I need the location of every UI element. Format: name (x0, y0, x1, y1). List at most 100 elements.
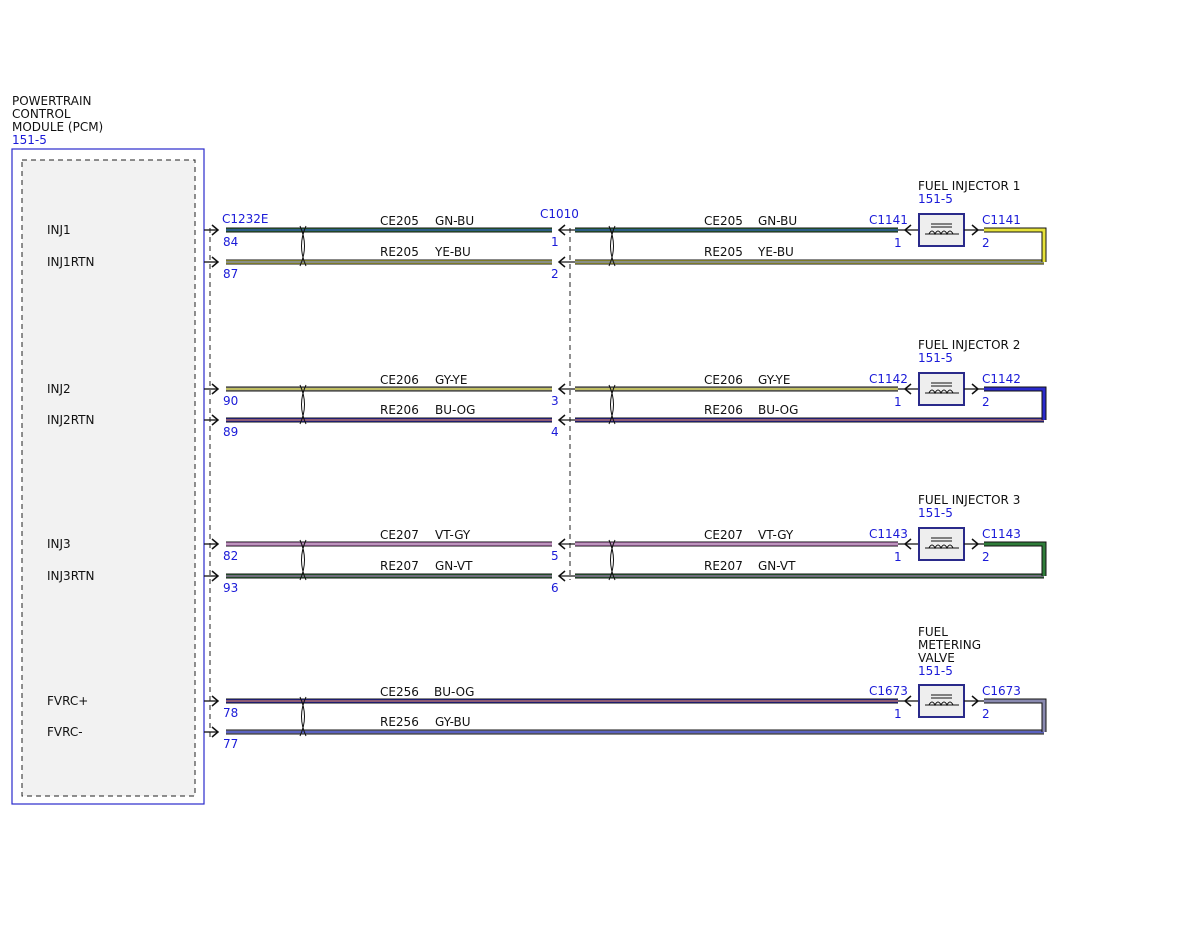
circuit-2-signal-color-right: GY-YE (758, 373, 790, 387)
circuit-1-return-loop-fill (984, 228, 1046, 262)
circuit-4-component-pin-in: 1 (894, 707, 902, 721)
circuit-2-component-in-arrow (903, 383, 912, 395)
circuit-3-signal-color-right: VT-GY (758, 528, 794, 542)
circuit-3-return-circuit-right: RE207 (704, 559, 743, 573)
circuit-4-signal-circuit-left: CE256 (380, 685, 419, 699)
circuit-1-signal-color-left: GN-BU (435, 214, 474, 228)
circuit-3-twist-2-a (608, 539, 614, 581)
circuit-4-return-circuit-left: RE256 (380, 715, 419, 729)
circuit-1-return-loop-outline (984, 227, 1047, 262)
circuit-4-twist-1-a (299, 696, 305, 737)
circuit-2-return-circuit-right: RE206 (704, 403, 743, 417)
circuit-2-return-pcm-arrow (211, 414, 220, 426)
circuit-4-component-name-line-1: FUEL (918, 625, 948, 639)
circuit-3-twist-1-a (299, 539, 305, 581)
circuit-3-component-connector-out: C1143 (982, 527, 1021, 541)
circuit-1-component-coil-icon (918, 213, 965, 247)
circuit-1-component-in-arrow (903, 224, 912, 236)
circuit-4-return-loop-fill (984, 699, 1046, 732)
circuit-4-signal-pcm-pin: 78 (223, 706, 238, 720)
pcm-connector-label: C1232E (222, 212, 269, 226)
circuit-3-component-name-line-1: FUEL INJECTOR 3 (918, 493, 1020, 507)
circuit-4-signal-label: FVRC+ (47, 694, 88, 708)
circuit-2-component-pin-in: 1 (894, 395, 902, 409)
circuit-1-return-color-right: YE-BU (757, 245, 794, 259)
circuit-2-return-label: INJ2RTN (47, 413, 94, 427)
circuit-2-signal-label: INJ2 (47, 382, 71, 396)
circuit-2-signal-circuit-right: CE206 (704, 373, 743, 387)
circuit-3-return-c1010-pin: 6 (551, 581, 559, 595)
circuit-2-return-color-left: BU-OG (435, 403, 475, 417)
pcm-inner-box (21, 159, 196, 797)
circuit-4-component-ref: 151-5 (918, 664, 953, 678)
circuit-4-component-pin-out: 2 (982, 707, 990, 721)
circuit-1-twist-2-b (610, 225, 616, 267)
circuit-2-component-connector-in: C1142 (869, 372, 908, 386)
circuit-3-return-loop-outline (984, 541, 1047, 576)
pcm-module: POWERTRAIN CONTROL MODULE (PCM) 151-5 C1… (11, 94, 269, 805)
circuit-4-component-coil-icon (918, 684, 965, 718)
circuit-2-signal-pcm-pin: 90 (223, 394, 238, 408)
circuit-4-return-pcm-arrow (211, 726, 220, 738)
circuit-2-twist-2-a (608, 384, 614, 425)
circuit-1-component-connector-in: C1141 (869, 213, 908, 227)
circuit-3-return-pcm-pin: 93 (223, 581, 238, 595)
circuit-4-component-name-line-3: VALVE (918, 651, 955, 665)
circuit-3-component-coil-icon (918, 527, 965, 561)
circuit-1-twist-1-a (299, 225, 305, 267)
circuit-4-component-out-arrow (971, 695, 980, 707)
circuit-2-signal-c1010-pin: 3 (551, 394, 559, 408)
circuit-1-return-color-left: YE-BU (434, 245, 471, 259)
pcm-name-line-2: CONTROL (12, 107, 71, 121)
circuit-2-return-circuit-left: RE206 (380, 403, 419, 417)
circuit-3-return-label: INJ3RTN (47, 569, 94, 583)
circuit-3-signal-color-left: VT-GY (435, 528, 471, 542)
circuit-1-signal-circuit-left: CE205 (380, 214, 419, 228)
circuit-3-return-color-left: GN-VT (435, 559, 473, 573)
circuit-3-return-circuit-left: RE207 (380, 559, 419, 573)
circuit-2-component-name-line-1: FUEL INJECTOR 2 (918, 338, 1020, 352)
circuit-2-return-loop-fill (984, 387, 1046, 420)
circuit-2-twist-2-b (610, 384, 616, 425)
circuit-2-signal-color-left: GY-YE (435, 373, 467, 387)
circuit-3-component-out-arrow (971, 538, 980, 550)
circuit-4-signal-pcm-arrow (211, 695, 220, 707)
circuit-1-signal-color-right: GN-BU (758, 214, 797, 228)
circuit-3-twist-1-b (301, 539, 307, 581)
circuit-1-signal-c1010-pin: 1 (551, 235, 559, 249)
pcm-name-line-1: POWERTRAIN (12, 94, 92, 108)
circuit-1-signal-circuit-right: CE205 (704, 214, 743, 228)
circuit-2-component-coil-icon (918, 372, 965, 406)
circuit-1-signal-pcm-pin: 84 (223, 235, 238, 249)
circuit-4-return-label: FVRC- (47, 725, 83, 739)
circuit-1-signal-pcm-arrow (211, 224, 220, 236)
circuit-4-component-name-line-2: METERING (918, 638, 981, 652)
circuit-2-return-loop-outline (984, 386, 1047, 420)
circuit-3-return-loop-fill (984, 542, 1046, 576)
circuit-1-component-out-arrow (971, 224, 980, 236)
circuit-4-component-in-arrow (903, 695, 912, 707)
circuit-4-component-connector-out: C1673 (982, 684, 1021, 698)
circuit-2-twist-1-b (301, 384, 307, 425)
circuit-2-component-pin-out: 2 (982, 395, 990, 409)
circuit-4-twist-1-b (301, 696, 307, 737)
circuit-3-component-pin-in: 1 (894, 550, 902, 564)
circuit-3-component-in-arrow (903, 538, 912, 550)
circuit-1-return-label: INJ1RTN (47, 255, 94, 269)
circuit-3-signal-c1010-pin: 5 (551, 549, 559, 563)
circuit-2-return-color-right: BU-OG (758, 403, 798, 417)
circuit-3-signal-pcm-arrow (211, 538, 220, 550)
circuit-3-return-pcm-arrow (211, 570, 220, 582)
circuit-1-twist-2-a (608, 225, 614, 267)
circuit-2-return-c1010-pin: 4 (551, 425, 559, 439)
circuit-3-signal-label: INJ3 (47, 537, 71, 551)
circuit-4-component-connector-in: C1673 (869, 684, 908, 698)
circuit-3-signal-pcm-pin: 82 (223, 549, 238, 563)
circuit-2-twist-1-a (299, 384, 305, 425)
circuit-4-return-color-left: GY-BU (435, 715, 471, 729)
circuit-3-component-ref: 151-5 (918, 506, 953, 520)
circuit-3-signal-circuit-left: CE207 (380, 528, 419, 542)
circuit-1-component-connector-out: C1141 (982, 213, 1021, 227)
